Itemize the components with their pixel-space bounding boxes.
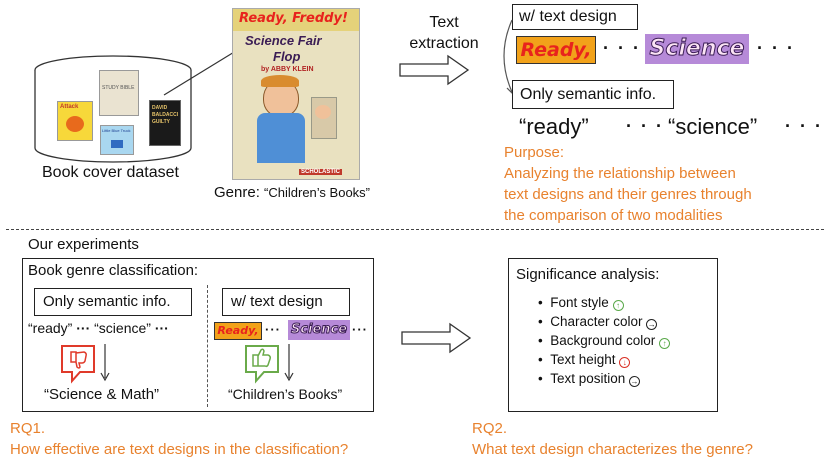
analysis-arrow xyxy=(401,322,472,354)
arrow-up-circle-icon: ↑ xyxy=(659,338,671,349)
arrow-up-circle-icon: ↑ xyxy=(612,300,624,311)
analysis-item: • Font style ↑ xyxy=(538,293,670,312)
arrow-down-circle-icon: ↓ xyxy=(619,357,631,368)
cover-series-title: Ready, Freddy! xyxy=(239,11,348,26)
dataset-label: Book cover dataset xyxy=(42,164,179,181)
mini-cover-guilty: DAVID BALDACCI GUILTY xyxy=(149,100,181,146)
analysis-item: • Text height ↓ xyxy=(538,350,670,369)
rq2-title: RQ2. xyxy=(472,420,508,437)
connector-line xyxy=(163,45,245,96)
design-result: “Children’s Books” xyxy=(228,386,343,402)
ellipsis-images-small-2: ··· xyxy=(352,322,368,337)
science-word-image-small: Science xyxy=(288,320,350,340)
analysis-list: • Font style ↑ • Character color → • Bac… xyxy=(538,293,671,388)
significance-title: Significance analysis: xyxy=(516,266,660,283)
with-design-box-top: w/ text design xyxy=(512,4,638,30)
analysis-item: • Background color ↑ xyxy=(538,331,671,350)
genre-caption: Genre: “Children’s Books” xyxy=(214,184,370,201)
ready-word-image-small: Ready, xyxy=(214,322,262,340)
semantic-result: “Science & Math” xyxy=(44,386,160,403)
mini-cover-attack: Attack xyxy=(57,101,93,141)
with-design-box-bottom: w/ text design xyxy=(222,288,350,316)
analysis-item: • Character color → xyxy=(538,314,658,330)
result-arrow-left xyxy=(100,344,110,382)
cover-publisher: SCHOLASTIC xyxy=(299,169,342,175)
arrow-right-circle-icon: → xyxy=(629,376,641,387)
experiments-title: Our experiments xyxy=(28,236,139,253)
result-arrow-right xyxy=(284,344,294,382)
ellipsis-words-1: · · · xyxy=(626,116,664,136)
mini-cover-bible: STUDY BIBLE xyxy=(99,70,139,116)
significance-panel xyxy=(508,258,718,412)
semantic-box-bottom: Only semantic info. xyxy=(34,288,192,316)
analysis-item: • Text position → xyxy=(538,371,641,387)
semantic-words-row: “ready” ··· “science” ··· xyxy=(28,320,169,336)
cover-author: by ABBY KLEIN xyxy=(261,66,314,73)
ellipsis-images-2: · · · xyxy=(757,38,795,58)
classification-title: Book genre classification: xyxy=(28,262,199,279)
science-word-image: Science xyxy=(645,34,749,64)
rq1-title: RQ1. xyxy=(10,420,46,437)
thumbs-down-icon xyxy=(61,345,95,384)
book-cover-image: Ready, Freddy! Science Fair Flop by ABBY… xyxy=(232,8,360,180)
arrow-right-circle-icon: → xyxy=(646,319,658,330)
rq2-block: RQ2. What text design characterizes the … xyxy=(472,418,753,460)
section-divider xyxy=(6,229,824,230)
purpose-block: Purpose: Analyzing the relationship betw… xyxy=(504,144,752,224)
ellipsis-images-small-1: ··· xyxy=(265,322,281,337)
thumbs-up-icon xyxy=(245,345,279,384)
rq1-text: How effective are text designs in the cl… xyxy=(10,441,349,458)
cover-title-1: Science Fair xyxy=(245,33,322,48)
ellipsis-images-1: · · · xyxy=(603,38,641,58)
mini-cover-truck: Little Blue Truck xyxy=(100,125,134,155)
classification-divider xyxy=(207,285,208,407)
semantic-word-ready: “ready” xyxy=(519,114,589,139)
ellipsis-words-2: · · · xyxy=(785,116,823,136)
semantic-box-top: Only semantic info. xyxy=(512,80,674,109)
extraction-label: Text extraction xyxy=(409,14,479,52)
extraction-arrow xyxy=(399,54,470,86)
semantic-word-science: “science” xyxy=(668,114,758,139)
purpose-title: Purpose: xyxy=(504,144,565,161)
cover-title-2: Flop xyxy=(273,49,301,64)
ready-word-image: Ready, xyxy=(516,36,596,64)
rq1-block: RQ1. How effective are text designs in t… xyxy=(10,418,348,460)
rq2-text: What text design characterizes the genre… xyxy=(472,441,753,458)
